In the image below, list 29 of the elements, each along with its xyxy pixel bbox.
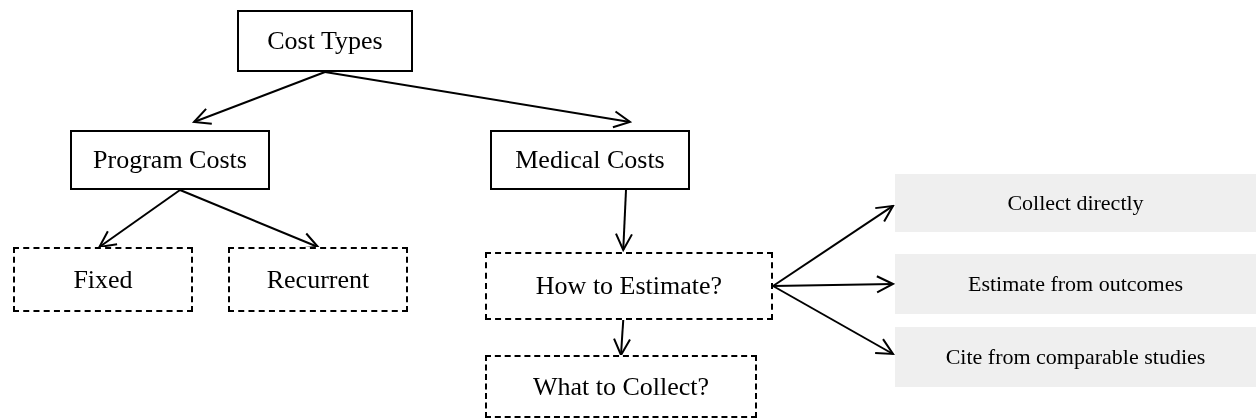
arrow <box>324 71 631 129</box>
arrow <box>179 189 319 250</box>
arrow <box>615 189 633 251</box>
method-box <box>895 327 1256 387</box>
method-box <box>895 254 1256 314</box>
question-box <box>485 252 773 320</box>
node-label: Cost Types <box>267 26 383 56</box>
option-box <box>13 247 193 312</box>
node-label: What to Collect? <box>532 371 710 402</box>
option-box <box>228 247 408 312</box>
arrow <box>772 285 894 355</box>
node-label: Estimate from outcomes <box>967 271 1184 297</box>
arrow <box>772 275 894 294</box>
category-box <box>70 130 270 190</box>
node-label: Fixed <box>73 264 133 295</box>
node-label: Recurrent <box>266 264 370 295</box>
arrow <box>613 319 631 356</box>
node-label: Program Costs <box>93 145 247 175</box>
arrow <box>772 204 894 287</box>
node-label: How to Estimate? <box>535 271 723 301</box>
question-box <box>485 355 757 418</box>
category-box <box>490 130 690 190</box>
node-label: Cite from comparable studies <box>945 344 1206 370</box>
node-label: Medical Costs <box>515 145 665 175</box>
node-label: Collect directly <box>1007 190 1144 216</box>
arrow <box>98 189 181 248</box>
method-box <box>895 174 1256 232</box>
arrow <box>193 71 326 125</box>
title-box <box>237 10 413 72</box>
